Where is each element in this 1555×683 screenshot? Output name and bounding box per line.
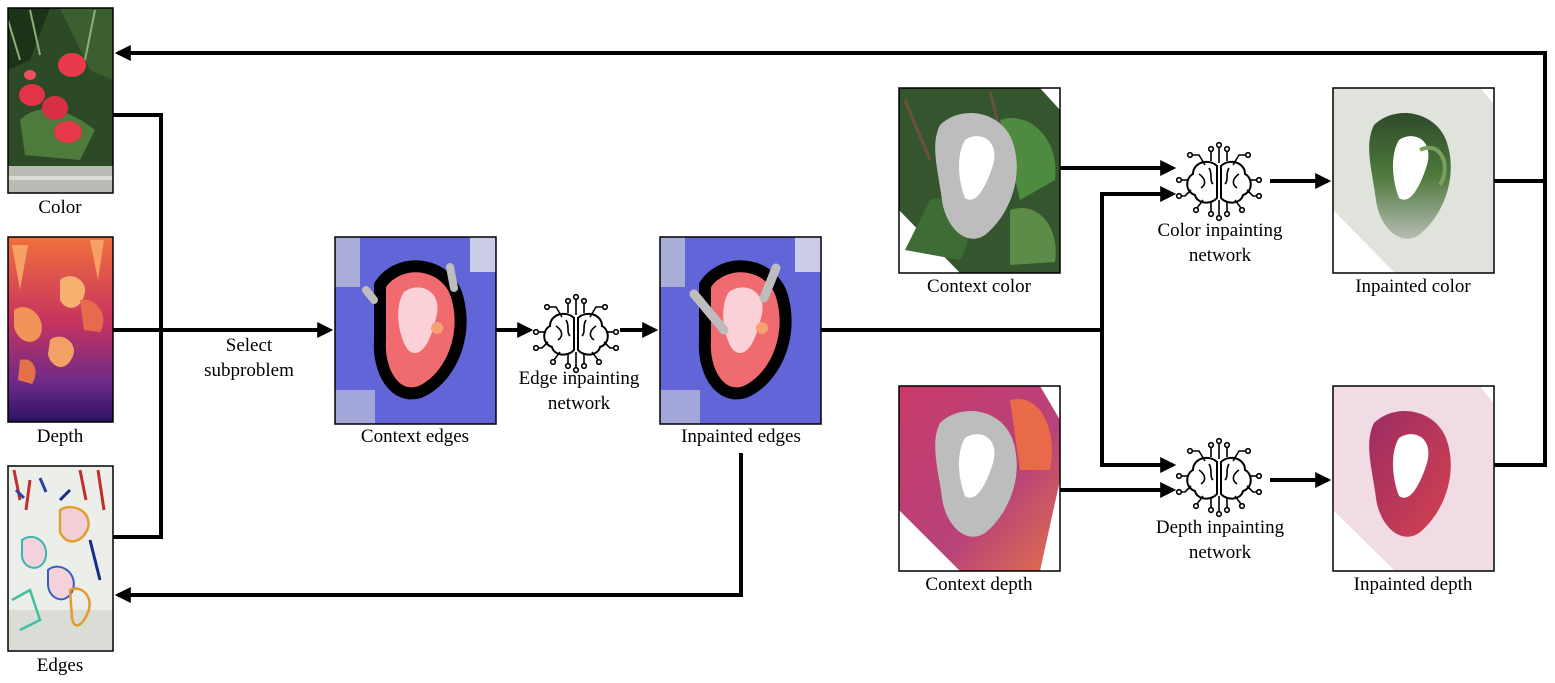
depth-label: Depth <box>37 426 84 447</box>
inpainted-edges-label: Inpainted edges <box>681 426 801 447</box>
inpainted-depth-image <box>1333 386 1494 571</box>
inpainted-depth-label: Inpainted depth <box>1354 574 1473 595</box>
edges-to-depth-network-arrow <box>1100 330 1177 473</box>
inpainted-edges-image <box>660 237 821 424</box>
context-depth-label: Context depth <box>925 574 1033 595</box>
context-depth-image <box>899 386 1060 571</box>
context-color-label: Context color <box>927 276 1032 297</box>
results-feedback-arrow <box>114 45 1547 467</box>
connectors <box>113 45 1547 603</box>
depth-network-label-line2: network <box>1189 542 1252 563</box>
edges-to-color-network-arrow <box>1100 186 1177 330</box>
select-subproblem-line2: subproblem <box>204 360 294 381</box>
edges-image <box>8 466 113 651</box>
color-network-label-line1: Color inpainting <box>1157 220 1283 241</box>
depth-network-brain-icon <box>1175 437 1263 518</box>
depth-image <box>8 237 113 422</box>
edge-network-label-line1: Edge inpainting <box>519 368 640 389</box>
edge-network-label-line2: network <box>548 393 611 414</box>
edges-label: Edges <box>37 655 83 676</box>
context-edges-label: Context edges <box>361 426 469 447</box>
color-network-label-line2: network <box>1189 245 1252 266</box>
context-color-image <box>899 88 1060 273</box>
select-subproblem-line1: Select <box>226 335 273 356</box>
edges-feedback-arrow <box>114 453 743 603</box>
color-label: Color <box>38 197 82 218</box>
input-merge-line <box>113 113 163 539</box>
edge-network-brain-icon <box>532 293 620 374</box>
color-image <box>8 8 113 193</box>
color-network-brain-icon <box>1175 141 1263 222</box>
inpainted-color-image <box>1333 88 1494 273</box>
depth-network-label-line1: Depth inpainting <box>1156 517 1285 538</box>
context-edges-image <box>335 237 496 424</box>
inpainted-color-label: Inpainted color <box>1355 276 1471 297</box>
